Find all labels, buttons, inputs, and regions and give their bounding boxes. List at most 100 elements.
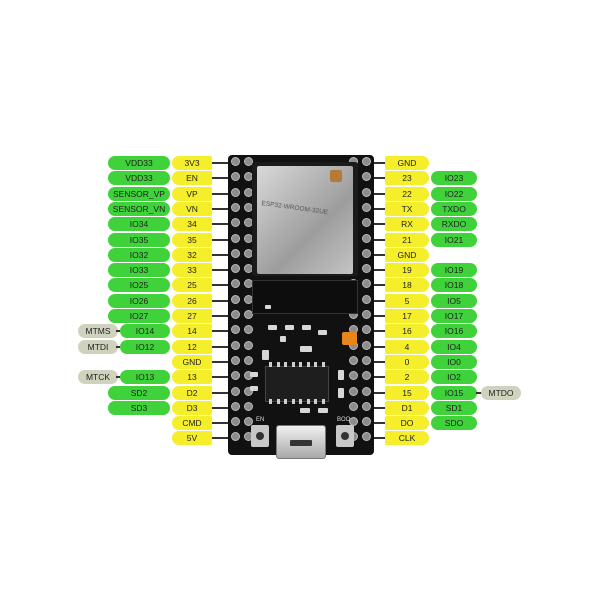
pin-label: GND — [385, 247, 429, 262]
connector-line — [370, 177, 386, 180]
smd-component — [262, 350, 269, 360]
boot-button[interactable] — [336, 425, 354, 447]
connector-line — [212, 284, 230, 287]
header-hole — [362, 325, 371, 335]
pin-label: GND — [172, 354, 212, 369]
connector-line — [370, 437, 386, 440]
antenna-connector — [330, 170, 342, 182]
pin-label: VN — [172, 201, 212, 216]
function-label: IO16 — [431, 324, 477, 339]
orange-component — [342, 332, 357, 345]
pin-label: 22 — [385, 186, 429, 201]
chip-pin — [291, 362, 295, 367]
pin-label: 21 — [385, 232, 429, 247]
connector-line — [212, 253, 230, 256]
connector-line — [212, 330, 230, 333]
connector-line — [212, 238, 230, 241]
function-label: IO26 — [108, 293, 170, 308]
pin-label: 19 — [385, 263, 429, 278]
pin-label: 27 — [172, 309, 212, 323]
smd-component — [300, 408, 310, 413]
header-hole — [231, 401, 240, 411]
connector-line — [212, 269, 230, 272]
connector-line — [370, 207, 386, 210]
function-label: IO34 — [108, 217, 170, 232]
header-hole — [362, 187, 371, 197]
connector-line — [212, 162, 230, 164]
chip-pin — [306, 399, 310, 404]
header-hole — [362, 218, 371, 228]
connector-line — [212, 360, 230, 363]
function-label: VDD33 — [108, 156, 170, 170]
function-label: IO5 — [431, 293, 477, 308]
connector-line — [212, 406, 230, 409]
jtag-label: MTDO — [481, 385, 521, 400]
micro-usb-port[interactable] — [276, 425, 326, 459]
right-pin-row: CLK — [0, 431, 600, 446]
connector-line — [212, 422, 230, 425]
header-hole — [362, 340, 371, 350]
function-label: IO17 — [431, 309, 477, 323]
connector-line — [370, 360, 386, 363]
pin-label: 0 — [385, 354, 429, 369]
smd-component — [318, 408, 328, 413]
function-label: TXDO — [431, 201, 477, 216]
chip-pin — [321, 399, 325, 404]
pin-label: D3 — [172, 400, 212, 415]
pin-label: DO — [385, 416, 429, 431]
header-hole — [362, 371, 371, 381]
function-label: IO33 — [108, 263, 170, 278]
smd-component — [338, 388, 344, 398]
header-hole — [349, 386, 358, 396]
header-hole — [244, 386, 253, 396]
function-label: IO22 — [431, 186, 477, 201]
function-label: IO15 — [431, 385, 477, 400]
pin-label: D2 — [172, 385, 212, 400]
header-hole — [231, 355, 240, 365]
function-label: IO0 — [431, 354, 477, 369]
function-label: IO2 — [431, 370, 477, 385]
connector-line — [370, 406, 386, 409]
connector-line — [370, 162, 386, 164]
pin-label: 5 — [385, 293, 429, 308]
chip-pin — [306, 362, 310, 367]
pin-label: 2 — [385, 370, 429, 385]
connector-line — [370, 269, 386, 272]
connector-line — [212, 223, 230, 226]
header-hole — [231, 371, 240, 381]
header-hole — [231, 248, 240, 258]
header-hole — [362, 432, 371, 442]
header-hole — [349, 401, 358, 411]
header-hole — [244, 401, 253, 411]
function-label: SENSOR_VN — [108, 201, 170, 216]
connector-line — [370, 238, 386, 241]
header-hole — [244, 325, 253, 335]
function-label: IO21 — [431, 232, 477, 247]
header-hole — [362, 157, 371, 166]
header-hole — [231, 340, 240, 350]
right-pin-row: GND — [0, 156, 600, 170]
chip-pin — [269, 362, 272, 367]
function-label: SD1 — [431, 400, 477, 415]
function-label: IO25 — [108, 278, 170, 293]
en-button[interactable] — [251, 425, 269, 447]
header-hole — [362, 233, 371, 243]
connector-line — [212, 391, 230, 394]
function-label: SD2 — [108, 385, 170, 400]
